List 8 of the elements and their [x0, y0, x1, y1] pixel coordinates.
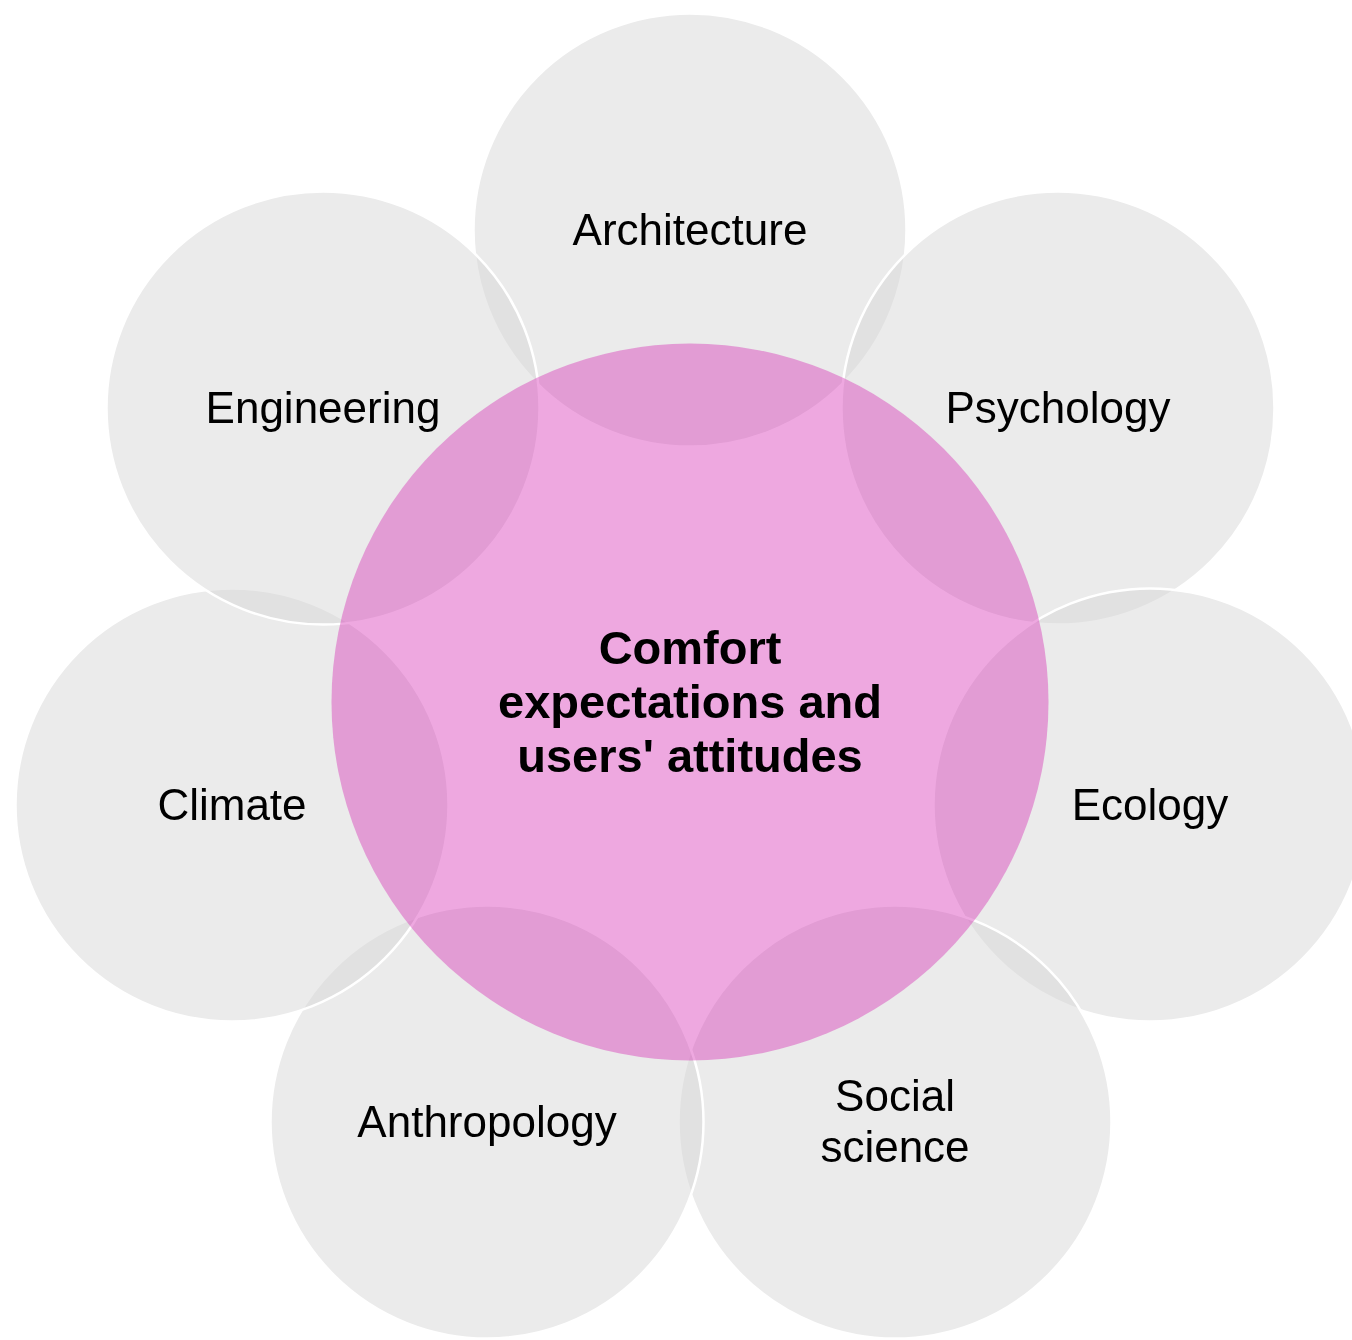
central-topic-label: Comfort expectations and users' attitudes [497, 620, 883, 784]
discipline-label: Architecture [571, 204, 809, 256]
discipline-label: Engineering [204, 382, 442, 434]
discipline-label: Ecology [1070, 779, 1230, 831]
discipline-label: Anthropology [356, 1096, 618, 1148]
discipline-label: Social science [819, 1071, 971, 1173]
discipline-label: Psychology [944, 382, 1172, 434]
discipline-label: Climate [156, 779, 308, 831]
